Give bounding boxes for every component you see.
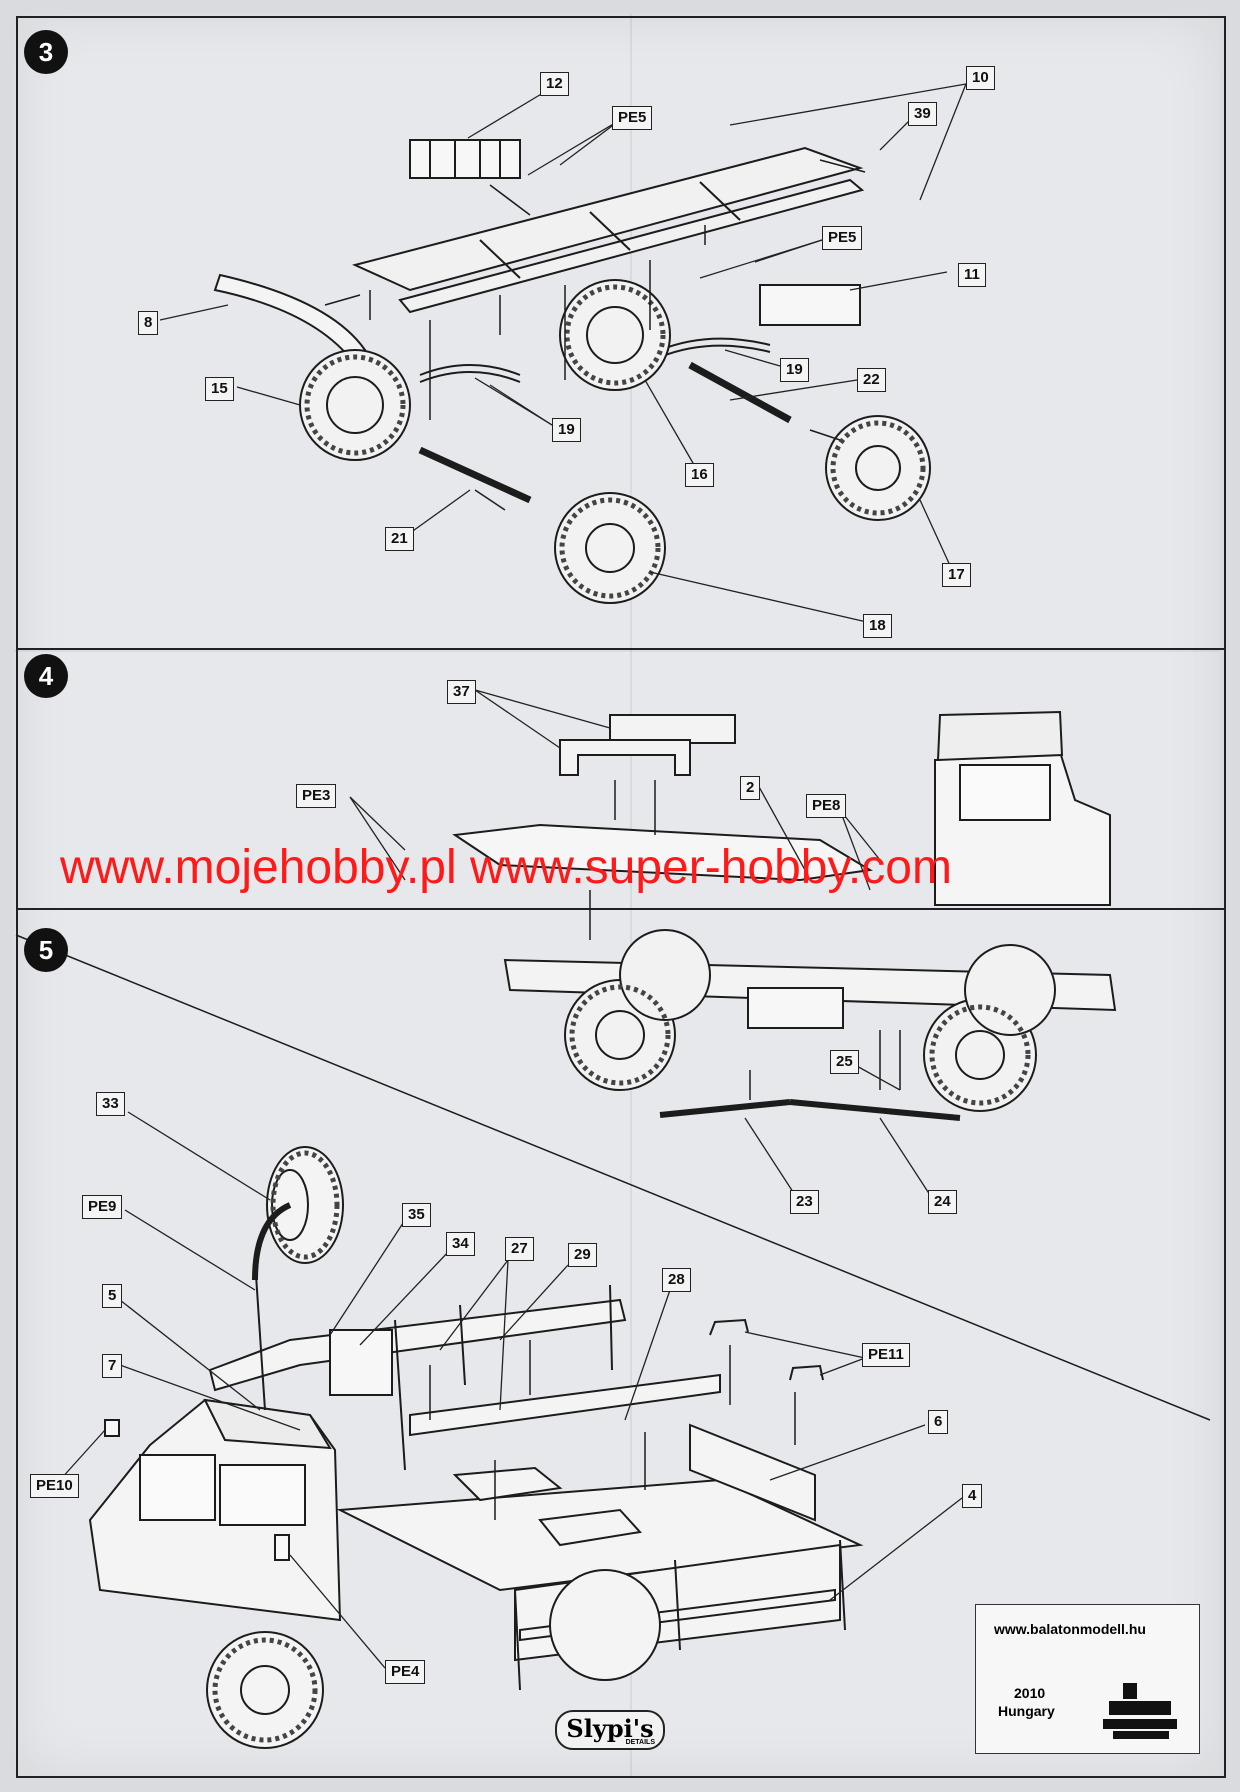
callout-pe8: PE8 (806, 794, 847, 818)
step-5-panel (16, 908, 1226, 1778)
callout-24: 24 (928, 1190, 957, 1214)
callout-25: 25 (830, 1050, 859, 1074)
callout-28: 28 (662, 1268, 691, 1292)
publisher-url: www.balatonmodell.hu (994, 1621, 1146, 1637)
step-4-badge: 4 (24, 654, 68, 698)
callout-8: 8 (138, 311, 159, 335)
publisher-logo-icon (1103, 1683, 1177, 1739)
callout-7: 7 (102, 1354, 123, 1378)
publication-year: 2010 (1014, 1685, 1046, 1701)
callout-18: 18 (863, 614, 892, 638)
callout-pe5-right: PE5 (822, 226, 863, 250)
callout-21: 21 (385, 527, 414, 551)
callout-pe4: PE4 (385, 1660, 426, 1684)
callout-6: 6 (928, 1410, 949, 1434)
publication-country: Hungary (998, 1703, 1055, 1719)
brand-logo: Slypi's DETAILS (555, 1710, 665, 1750)
callout-pe3: PE3 (296, 784, 337, 808)
callout-17: 17 (942, 563, 971, 587)
callout-12: 12 (540, 72, 569, 96)
watermark-urls: www.mojehobby.pl www.super-hobby.com (60, 841, 952, 894)
callout-19-left: 19 (552, 418, 581, 442)
step-5-badge: 5 (24, 928, 68, 972)
callout-19-right: 19 (780, 358, 809, 382)
callout-5: 5 (102, 1284, 123, 1308)
callout-16: 16 (685, 463, 714, 487)
callout-pe11: PE11 (862, 1343, 910, 1367)
callout-15: 15 (205, 377, 234, 401)
callout-pe10: PE10 (30, 1474, 79, 1498)
fold-line-horizontal (14, 650, 1220, 652)
callout-2: 2 (740, 776, 761, 800)
step-3-badge: 3 (24, 30, 68, 74)
callout-pe5-top: PE5 (612, 106, 653, 130)
callout-33: 33 (96, 1092, 125, 1116)
callout-35: 35 (402, 1203, 431, 1227)
brand-sub: DETAILS (625, 1739, 655, 1746)
callout-11: 11 (958, 263, 986, 287)
callout-27: 27 (505, 1237, 534, 1261)
callout-34: 34 (446, 1232, 475, 1256)
callout-4: 4 (962, 1484, 983, 1508)
callout-pe9: PE9 (82, 1195, 123, 1219)
callout-23: 23 (790, 1190, 819, 1214)
publisher-box: www.balatonmodell.hu 2010 Hungary (975, 1604, 1200, 1754)
callout-29: 29 (568, 1243, 597, 1267)
callout-37: 37 (447, 680, 476, 704)
fold-line-vertical (630, 14, 632, 1778)
callout-10: 10 (966, 66, 995, 90)
callout-39: 39 (908, 102, 937, 126)
brand-name: Slypi's (566, 1714, 654, 1743)
callout-22: 22 (857, 368, 886, 392)
